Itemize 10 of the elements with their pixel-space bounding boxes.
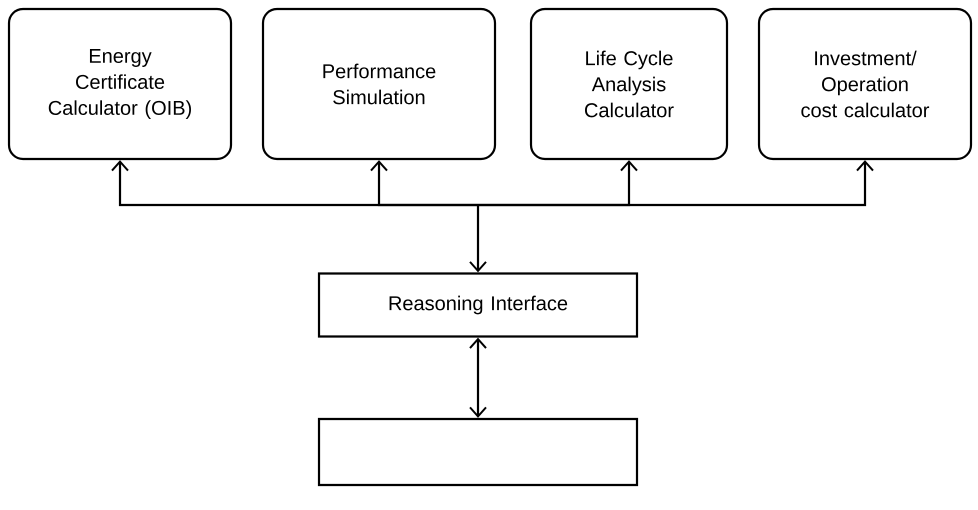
tool-box: Energy Certificate Calculator (OIB): [8, 8, 232, 160]
arrow: [469, 205, 487, 272]
tool-box: Investment/ Operation cost calculator: [758, 8, 972, 160]
tool-box: Performance Simulation: [262, 8, 496, 160]
arrow: [469, 338, 487, 418]
tool-box: Life Cycle Analysis Calculator: [530, 8, 728, 160]
process-box: Reasoning Interface: [318, 272, 638, 338]
empty-box: [318, 418, 638, 486]
arrow: [478, 160, 874, 206]
arrow: [370, 160, 478, 206]
